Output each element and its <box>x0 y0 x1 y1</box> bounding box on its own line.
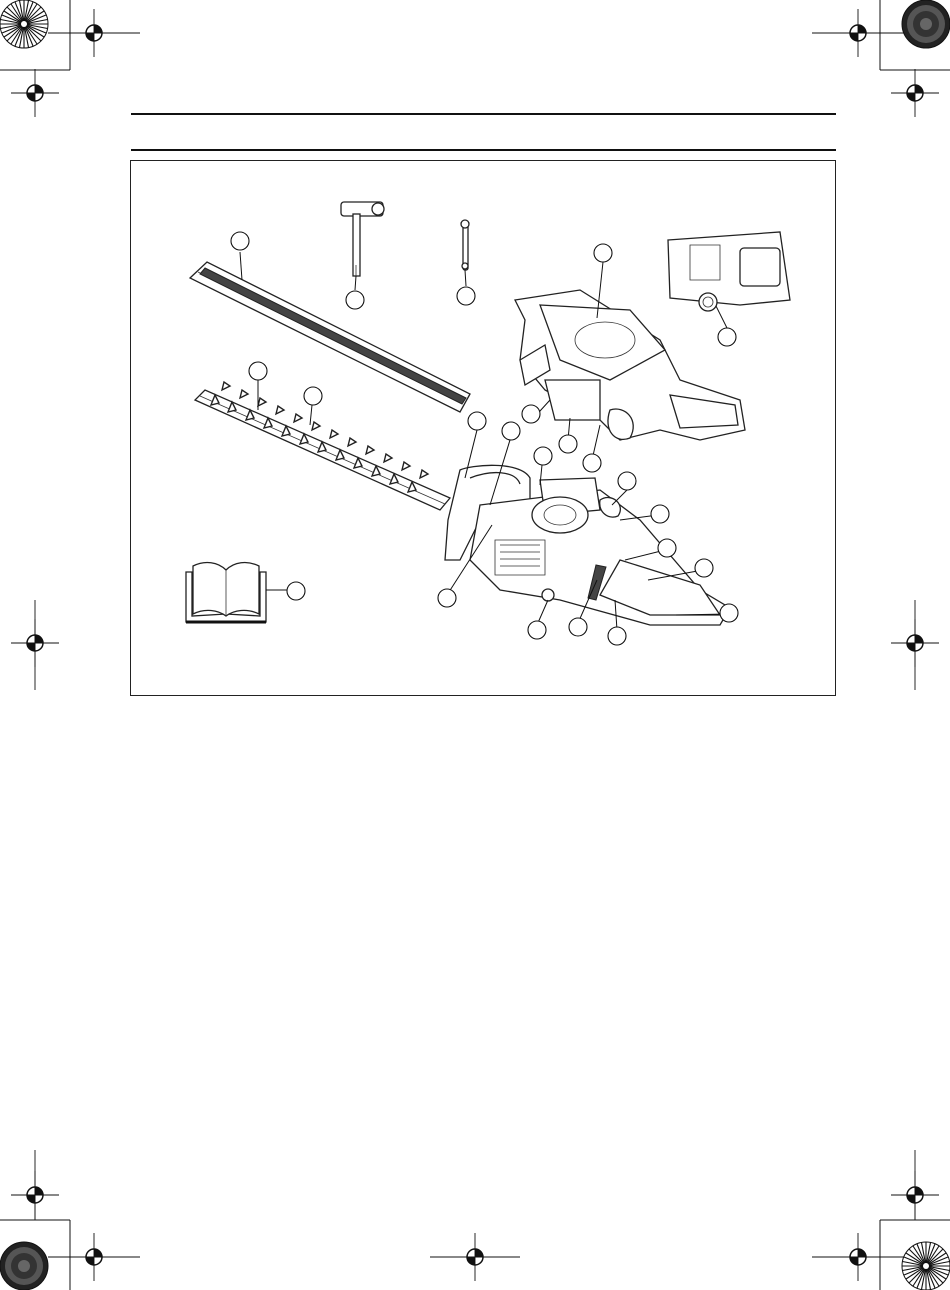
callout-choke <box>583 454 601 472</box>
callout-front-handle <box>468 412 486 430</box>
callout-fuel-cap <box>618 472 636 490</box>
callout-handle-lock <box>569 618 587 636</box>
callout-stop-switch <box>651 505 669 523</box>
cutting-blade <box>195 382 450 510</box>
callout-hand-guard <box>502 422 520 440</box>
callout-blade-tip <box>249 362 267 380</box>
callout-throttle-lockout <box>658 539 676 557</box>
callout-air-filter <box>522 405 540 423</box>
callout-manual <box>287 582 305 600</box>
callout-handle-rotation <box>608 627 626 645</box>
callout-fuel-pump <box>559 435 577 453</box>
callout-blade-cover <box>231 232 249 250</box>
small-wrench <box>461 220 469 270</box>
trimmer-body-top-view <box>515 290 745 440</box>
callout-starter-handle <box>534 447 552 465</box>
callout-muffler <box>438 589 456 607</box>
callout-small-wrench <box>457 287 475 305</box>
callout-rear-handle <box>720 604 738 622</box>
blade-cover <box>190 262 470 412</box>
callout-inset-detail <box>718 328 736 346</box>
callout-cylinder-cover <box>594 244 612 262</box>
inset-detail-view <box>668 232 790 311</box>
callout-blade-teeth <box>304 387 322 405</box>
callout-throttle-lock <box>528 621 546 639</box>
callout-combination-spanner <box>346 291 364 309</box>
operators-manual-icon <box>186 563 266 622</box>
combination-spanner <box>341 202 384 276</box>
callout-throttle-trigger <box>695 559 713 577</box>
